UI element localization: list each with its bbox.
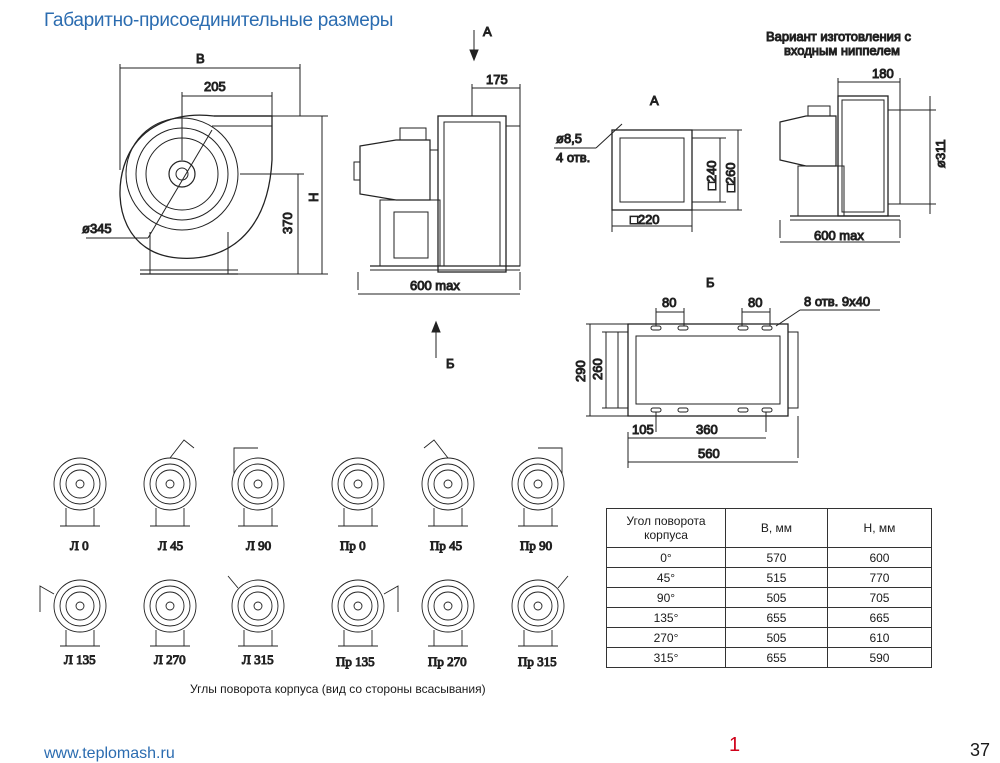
view-a xyxy=(554,123,742,232)
side-view xyxy=(353,30,521,358)
table-header: Н, мм xyxy=(826,508,933,548)
table-cell: 270° xyxy=(606,627,726,648)
rotation-label: Л 45 xyxy=(158,538,183,553)
view-b-dim-260: 260 xyxy=(590,358,605,380)
rotation-label: Л 135 xyxy=(64,652,96,667)
table-cell: 705 xyxy=(826,587,933,608)
front-dim-b: В xyxy=(196,51,205,66)
table-cell: 590 xyxy=(826,647,933,668)
variant-caption-1: Вариант изготовления с xyxy=(766,29,912,44)
rotation-label: Пр 45 xyxy=(430,538,462,553)
view-a-dim-240: □240 xyxy=(704,160,719,190)
side-label-b: Б xyxy=(446,356,455,371)
rotation-label: Пр 315 xyxy=(518,654,557,669)
table-header-row: Угол поворота корпуса В, мм Н, мм xyxy=(606,508,933,548)
rotation-label: Пр 0 xyxy=(340,538,366,553)
table-cell: 770 xyxy=(826,567,933,588)
rotation-icons xyxy=(39,439,569,647)
red-mark: 1 xyxy=(729,734,741,756)
side-label-a: А xyxy=(483,24,492,39)
view-b-label: Б xyxy=(706,275,715,290)
variant-dim-311: ø311 xyxy=(933,139,948,168)
view-a-dim-260: □260 xyxy=(723,162,738,192)
view-a-hole: ø8,5 xyxy=(556,131,582,146)
rotation-label: Л 270 xyxy=(154,652,186,667)
table-cell: 45° xyxy=(606,567,726,588)
table-cell: 315° xyxy=(606,647,726,668)
table-cell: 505 xyxy=(725,627,828,648)
front-dim-h: Н xyxy=(306,193,321,202)
view-b-dim-360: 360 xyxy=(696,422,718,437)
table-cell: 505 xyxy=(725,587,828,608)
page-number: 37 xyxy=(970,740,991,760)
view-a-holes: 4 отв. xyxy=(556,150,590,165)
view-a-dim-220: □220 xyxy=(630,212,660,227)
view-b-holes: 8 отв. 9x40 xyxy=(804,294,870,309)
view-b-dim-105: 105 xyxy=(632,422,654,437)
front-view xyxy=(86,64,328,275)
table-cell: 0° xyxy=(606,547,726,568)
variant-caption-2: входным ниппелем xyxy=(784,43,900,58)
rotation-label: Л 315 xyxy=(242,652,274,667)
variant-view xyxy=(779,78,936,243)
table-cell: 610 xyxy=(826,627,933,648)
view-b xyxy=(586,308,880,468)
rotation-label: Л 90 xyxy=(246,538,271,553)
table-cell: 90° xyxy=(606,587,726,608)
front-dim-370: 370 xyxy=(280,212,295,234)
rotation-label: Пр 270 xyxy=(428,654,467,669)
table-header: В, мм xyxy=(725,508,828,548)
table-cell: 515 xyxy=(725,567,828,588)
rotation-label: Пр 90 xyxy=(520,538,552,553)
view-a-label: А xyxy=(650,93,659,108)
table-cell: 135° xyxy=(606,607,726,628)
front-dim-345: ø345 xyxy=(82,221,112,236)
table-cell: 665 xyxy=(826,607,933,628)
view-b-dim-80b: 80 xyxy=(748,295,762,310)
page-title: Габаритно-присоединительные размеры xyxy=(44,10,394,31)
view-b-dim-80a: 80 xyxy=(662,295,676,310)
footer-url-link[interactable]: www.teplomash.ru xyxy=(44,745,175,762)
view-b-dim-560: 560 xyxy=(698,446,720,461)
rotation-label: Л 0 xyxy=(70,538,89,553)
side-dim-600: 600 max xyxy=(410,278,460,293)
table-cell: 600 xyxy=(826,547,933,568)
table-cell: 655 xyxy=(725,607,828,628)
variant-dim-180: 180 xyxy=(872,66,894,81)
variant-dim-600: 600 max xyxy=(814,228,864,243)
front-dim-205: 205 xyxy=(204,79,226,94)
table-cell: 655 xyxy=(725,647,828,668)
table-header: Угол поворота корпуса xyxy=(606,508,726,548)
table-cell: 570 xyxy=(725,547,828,568)
rotation-label: Пр 135 xyxy=(336,654,375,669)
view-b-dim-290: 290 xyxy=(573,360,588,382)
side-dim-175: 175 xyxy=(486,72,508,87)
rotation-caption: Углы поворота корпуса (вид со стороны вс… xyxy=(190,682,486,696)
